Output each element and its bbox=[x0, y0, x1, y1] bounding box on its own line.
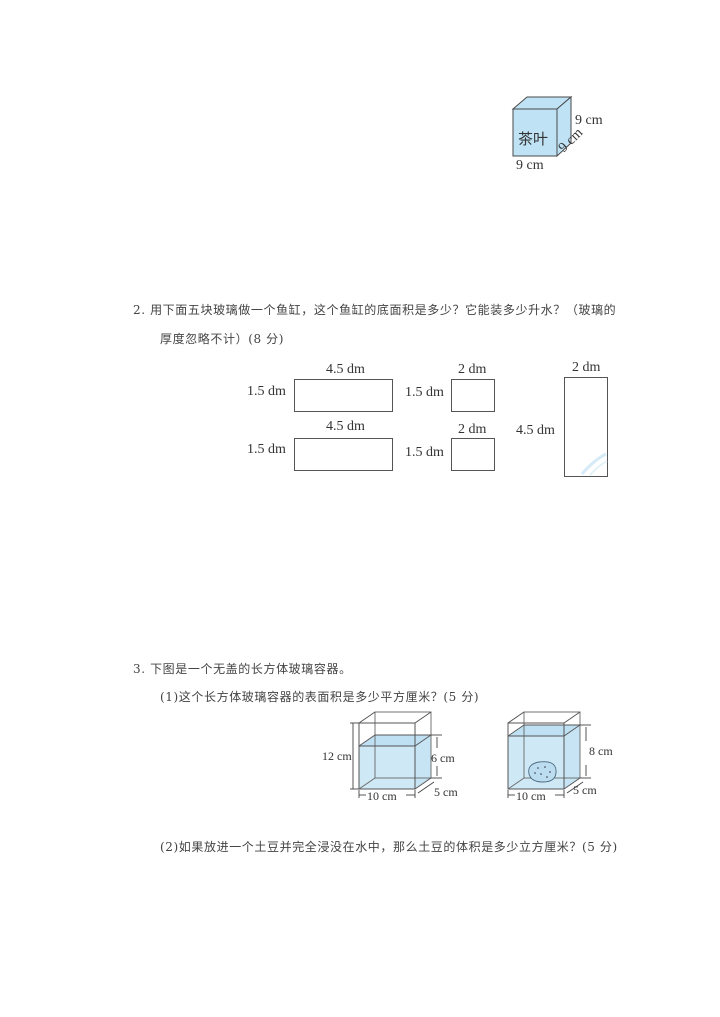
tea-box-width: 9 cm bbox=[516, 158, 544, 173]
tea-box-height: 9 cm bbox=[575, 113, 603, 128]
container-after-width-label: 5 cm bbox=[573, 783, 597, 797]
container-water-label: 6 cm bbox=[431, 751, 455, 765]
panel1-top-label: 4.5 dm bbox=[326, 362, 365, 377]
glass-panel-4 bbox=[451, 438, 495, 471]
panel4-top-label: 2 dm bbox=[458, 422, 487, 437]
panel5-top-label: 2 dm bbox=[572, 360, 601, 375]
container-after-length-label: 10 cm bbox=[516, 789, 546, 803]
panel2-side-label: 1.5 dm bbox=[405, 385, 444, 400]
panel4-side-label: 1.5 dm bbox=[405, 445, 444, 460]
glass-panel-1 bbox=[294, 379, 393, 412]
panel5-side-label: 4.5 dm bbox=[516, 423, 555, 438]
q3-sub1: (1)这个长方体玻璃容器的表面积是多少平方厘米？(5 分) bbox=[160, 690, 480, 704]
panel3-side-label: 1.5 dm bbox=[247, 442, 286, 457]
container-width-label: 5 cm bbox=[434, 785, 458, 799]
q2-text-line1: 2. 用下面五块玻璃做一个鱼缸，这个鱼缸的底面积是多少？它能装多少升水？（玻璃的 bbox=[133, 303, 617, 317]
glass-container-icon bbox=[350, 711, 442, 798]
container-height-label: 12 cm bbox=[322, 749, 352, 763]
glass-container-potato-icon bbox=[507, 711, 591, 798]
container-after-water-label: 8 cm bbox=[589, 744, 613, 758]
glass-panel-3 bbox=[294, 438, 393, 471]
q2-text-line2: 厚度忽略不计）(8 分) bbox=[160, 332, 285, 346]
panel1-side-label: 1.5 dm bbox=[247, 384, 286, 399]
cube-icon bbox=[511, 95, 573, 158]
glass-panel-2 bbox=[451, 379, 495, 412]
container-length-label: 10 cm bbox=[367, 789, 397, 803]
tea-box-label: 茶叶 bbox=[518, 130, 549, 148]
panel2-top-label: 2 dm bbox=[458, 362, 487, 377]
glass-reflection-icon bbox=[580, 452, 608, 476]
panel3-top-label: 4.5 dm bbox=[326, 419, 365, 434]
glass-panel-5 bbox=[564, 377, 608, 477]
q3-title: 3. 下图是一个无盖的长方体玻璃容器。 bbox=[133, 662, 352, 676]
q3-sub2: (2)如果放进一个土豆并完全浸没在水中，那么土豆的体积是多少立方厘米？(5 分) bbox=[160, 840, 618, 854]
